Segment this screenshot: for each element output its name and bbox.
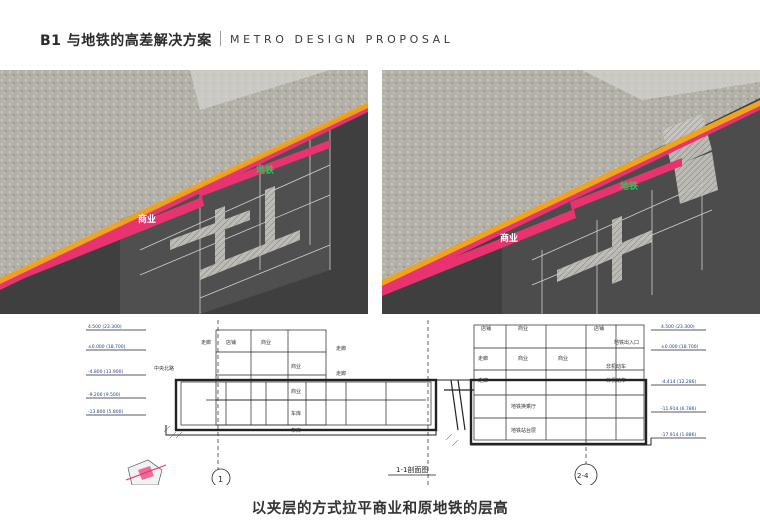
road-label: 中央北路 (154, 365, 174, 372)
room-label: 走廊 (336, 345, 346, 352)
left-elevation: ±0.000 (18.700) (88, 344, 126, 350)
page-header: B1 与地铁的高差解决方案 METRO DESIGN PROPOSAL (0, 0, 760, 62)
left-elevation: -9.200 (9.500) (88, 392, 121, 398)
room-label: 店铺 (481, 325, 491, 332)
section-drawing: 1 2-4 4.500 (23.300) ±0.000 (18.700) -4.… (66, 320, 712, 485)
room-label: 地铁换乘厅 (511, 403, 536, 410)
room-label: 商业 (518, 355, 528, 362)
label-commercial-left: 商业 (138, 213, 156, 225)
label-metro-right: 地铁 (620, 180, 638, 192)
rendering-right: 商业 地铁 (382, 70, 760, 314)
axis-label-1: 1 (218, 475, 223, 484)
label-metro-left: 地铁 (256, 164, 274, 176)
room-label: 商业 (518, 325, 528, 332)
rendering-right-image: 商业 地铁 (382, 70, 760, 314)
room-label: 商业 (291, 388, 301, 395)
right-elevation: -17.914 (1.886) (661, 432, 696, 438)
room-label: 地铁站台层 (511, 427, 536, 434)
room-label: 店铺 (226, 339, 236, 346)
rendering-left-image: 商业 地铁 (0, 70, 368, 314)
page-subtitle: METRO DESIGN PROPOSAL (230, 33, 454, 46)
room-label: 走廊 (478, 355, 488, 362)
left-elevation: -4.800 (13.900) (88, 369, 123, 375)
room-label: 走廊 (478, 377, 488, 384)
room-label: 走廊 (201, 339, 211, 346)
label-commercial-right: 商业 (500, 232, 518, 244)
room-label: 走廊 (336, 370, 346, 377)
key-plan-thumbnail (125, 459, 167, 485)
rendering-left: 商业 地铁 (0, 70, 368, 314)
right-elevation: ±0.000 (18.700) (661, 344, 699, 350)
room-label: 店铺 (594, 325, 604, 332)
header-divider (220, 31, 221, 46)
room-label: 商业 (558, 355, 568, 362)
caption: 以夹层的方式拉平商业和原地铁的层高 (251, 501, 509, 517)
section-title: 1-1剖面图 (396, 465, 428, 474)
right-elevation: 4.500 (23.300) (661, 324, 695, 330)
right-elevation: -11.914 (6.786) (661, 406, 696, 412)
annotation-label: 非机动车 (606, 363, 626, 370)
room-label: 商业 (261, 339, 271, 346)
left-elevation: -13.800 (5.800) (88, 409, 123, 415)
room-label: 车库 (291, 427, 301, 434)
room-label: 车库 (291, 410, 301, 417)
left-elevation: 4.500 (23.300) (88, 324, 122, 330)
annotation-label: 非机动车 (606, 377, 626, 384)
page-title: B1 与地铁的高差解决方案 (40, 33, 212, 49)
room-label: 商业 (291, 363, 301, 370)
axis-label-2-4: 2-4 (577, 472, 589, 480)
right-elevation: -4.414 (12.286) (661, 379, 696, 385)
annotation-label: 地铁出入口 (614, 339, 639, 346)
section-drawing-image: 1 2-4 4.500 (23.300) ±0.000 (18.700) -4.… (86, 320, 706, 485)
